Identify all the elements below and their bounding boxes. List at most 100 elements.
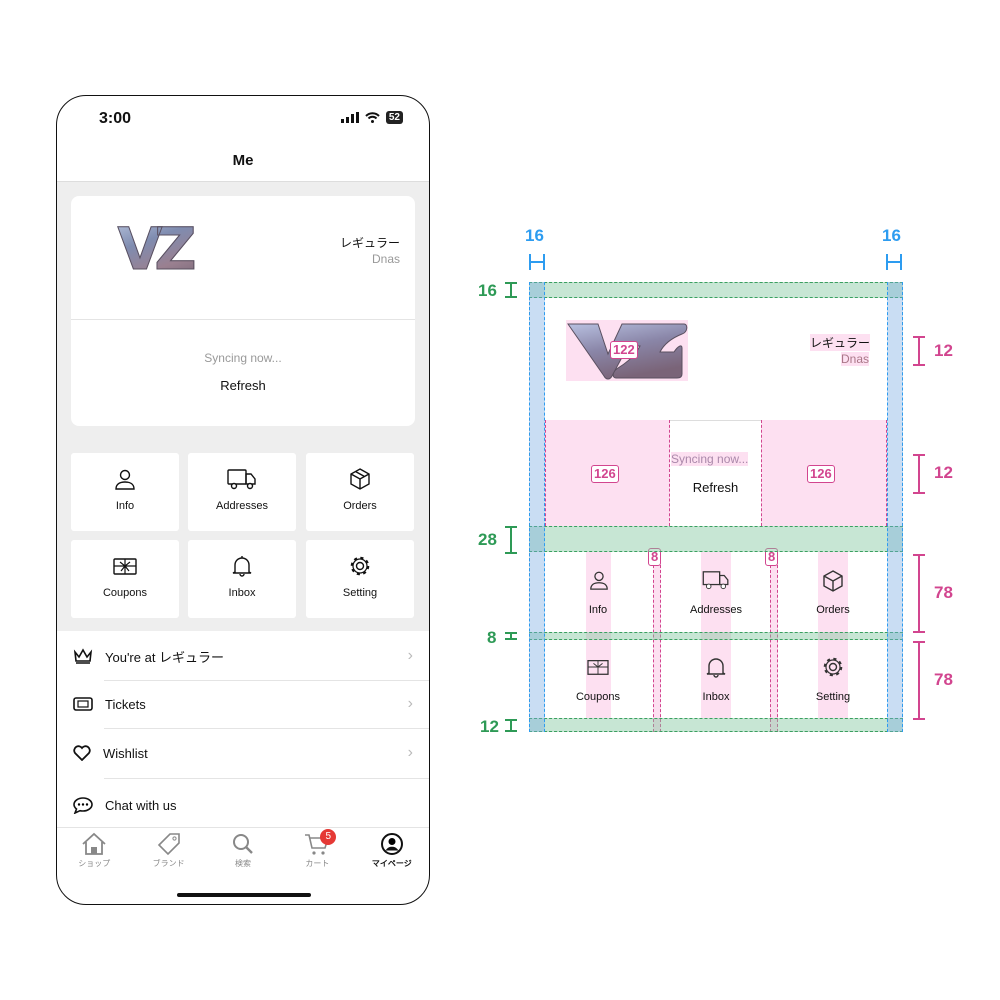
- tile-info[interactable]: Info: [71, 453, 179, 531]
- gear-icon: [350, 556, 370, 576]
- tab-search[interactable]: 検索: [206, 828, 280, 877]
- spec-card-divider: [545, 420, 887, 421]
- divider: [104, 680, 429, 681]
- person-icon: [590, 571, 608, 590]
- spec-band-left: [529, 282, 545, 732]
- tab-brand[interactable]: ブランド: [131, 828, 205, 877]
- tag-icon: [157, 833, 180, 856]
- menu-label: You're at レギュラー: [105, 649, 225, 665]
- tile-addresses[interactable]: Addresses: [188, 453, 296, 531]
- spec-band-row-gap: [529, 632, 903, 640]
- tile-label: Setting: [342, 587, 378, 599]
- gear-icon: [823, 657, 843, 677]
- box-icon: [823, 570, 843, 592]
- profile-card: VZ レギュラー Dnas Syncing now... Refresh: [71, 196, 415, 426]
- search-icon: [233, 834, 253, 854]
- menu-item-tickets[interactable]: Tickets›: [57, 680, 429, 728]
- divider: [104, 728, 429, 729]
- spec-col-gap-label: 8: [648, 548, 662, 566]
- tile-label: Inbox: [228, 587, 256, 599]
- refresh-button[interactable]: Refresh: [220, 378, 266, 393]
- chat-icon: [73, 797, 93, 814]
- spec-col-gap: [770, 560, 778, 732]
- tile-coupons[interactable]: Coupons: [71, 540, 179, 618]
- crown-icon: [73, 648, 93, 664]
- spec-bracket: [913, 336, 925, 366]
- home-icon: [82, 832, 106, 855]
- gift-card-icon: [587, 660, 609, 675]
- brand-logo: VZ: [92, 218, 214, 281]
- chevron-right-icon: ›: [407, 744, 413, 761]
- member-tier: レギュラー: [339, 236, 400, 250]
- tile-setting[interactable]: Setting: [306, 540, 414, 618]
- cart-badge: 5: [320, 829, 337, 845]
- spec-col-gap: [653, 560, 661, 732]
- spec-col-strip: [818, 552, 848, 718]
- tile-orders[interactable]: Orders: [306, 453, 414, 531]
- tab-label: マイページ: [371, 859, 412, 868]
- tab-label: ブランド: [152, 859, 185, 868]
- tab-cart[interactable]: 5 カート: [280, 828, 354, 877]
- menu-item-wishlist[interactable]: Wishlist ›: [57, 729, 429, 777]
- spec-col-gap-label: 8: [765, 548, 779, 566]
- status-time: 3:00: [99, 110, 132, 127]
- spec-band-right: [887, 282, 903, 732]
- spec-text-spacing-label: 12: [934, 341, 953, 360]
- spec-bracket: [913, 641, 925, 720]
- spec-band-gap: [529, 526, 903, 552]
- spec-tile-label: Addresses: [690, 604, 742, 616]
- tab-label: カート: [305, 859, 330, 868]
- spec-bracket: [505, 632, 517, 640]
- signal-icon: [340, 112, 359, 123]
- person-icon: [115, 469, 135, 490]
- phone-mockup: 3:00 52 Me VZ レギュラー Dnas Syncing now... …: [56, 95, 430, 905]
- bell-icon: [232, 556, 252, 577]
- spec-tile-label: Setting: [815, 691, 851, 703]
- spec-tile-label: Info: [588, 604, 608, 616]
- spec-logo: [567, 323, 688, 380]
- chevron-right-icon: ›: [407, 695, 413, 712]
- spec-side-right-width: 126: [807, 465, 835, 483]
- spec-padding-bottom-label: 12: [480, 717, 499, 736]
- spec-tile-label: Orders: [816, 604, 850, 616]
- chevron-right-icon: ›: [407, 647, 413, 664]
- tab-label: ショップ: [78, 859, 111, 868]
- tile-inbox[interactable]: Inbox: [188, 540, 296, 618]
- menu-label: Chat with us: [105, 797, 177, 813]
- tile-label: Coupons: [102, 587, 148, 599]
- heart-icon: [73, 745, 91, 761]
- status-icons: 52: [340, 111, 403, 124]
- page-title: Me: [232, 152, 254, 169]
- divider: [104, 778, 429, 779]
- spec-sync-status: Syncing now...: [671, 452, 749, 466]
- menu-label: Wishlist: [103, 745, 148, 761]
- battery-indicator: 52: [385, 111, 403, 124]
- spec-band-top: [529, 282, 903, 298]
- spec-bracket: [886, 254, 902, 270]
- tab-label: 検索: [235, 859, 252, 868]
- username: Dnas: [371, 252, 400, 266]
- tab-mypage[interactable]: マイページ: [355, 828, 429, 877]
- tab-shop[interactable]: ショップ: [57, 828, 131, 877]
- tile-label: Info: [115, 500, 135, 512]
- account-icon: [380, 833, 403, 855]
- spec-text-spacing-label: 12: [934, 463, 953, 482]
- spec-col-strip: [701, 552, 731, 718]
- spec-row-gap-label: 8: [487, 628, 497, 647]
- menu-item-chat[interactable]: Chat with us: [57, 781, 429, 829]
- home-indicator: [177, 893, 311, 897]
- spec-bracket: [913, 454, 925, 494]
- menu-item-tier[interactable]: You're at レギュラー ›: [57, 632, 429, 680]
- spec-padding-left-label: 16: [525, 226, 544, 245]
- tile-label: Orders: [343, 500, 377, 512]
- wifi-icon: [365, 112, 380, 123]
- spec-bracket: [529, 254, 545, 270]
- card-divider: [71, 319, 415, 320]
- spec-bracket: [913, 554, 925, 633]
- spec-col-strip: [586, 552, 611, 718]
- spec-bracket: [505, 526, 517, 554]
- spec-tier: レギュラー: [810, 334, 871, 351]
- spec-padding-top-label: 16: [478, 281, 497, 300]
- gift-card-icon: [113, 558, 137, 575]
- spec-band-bottom: [529, 718, 903, 732]
